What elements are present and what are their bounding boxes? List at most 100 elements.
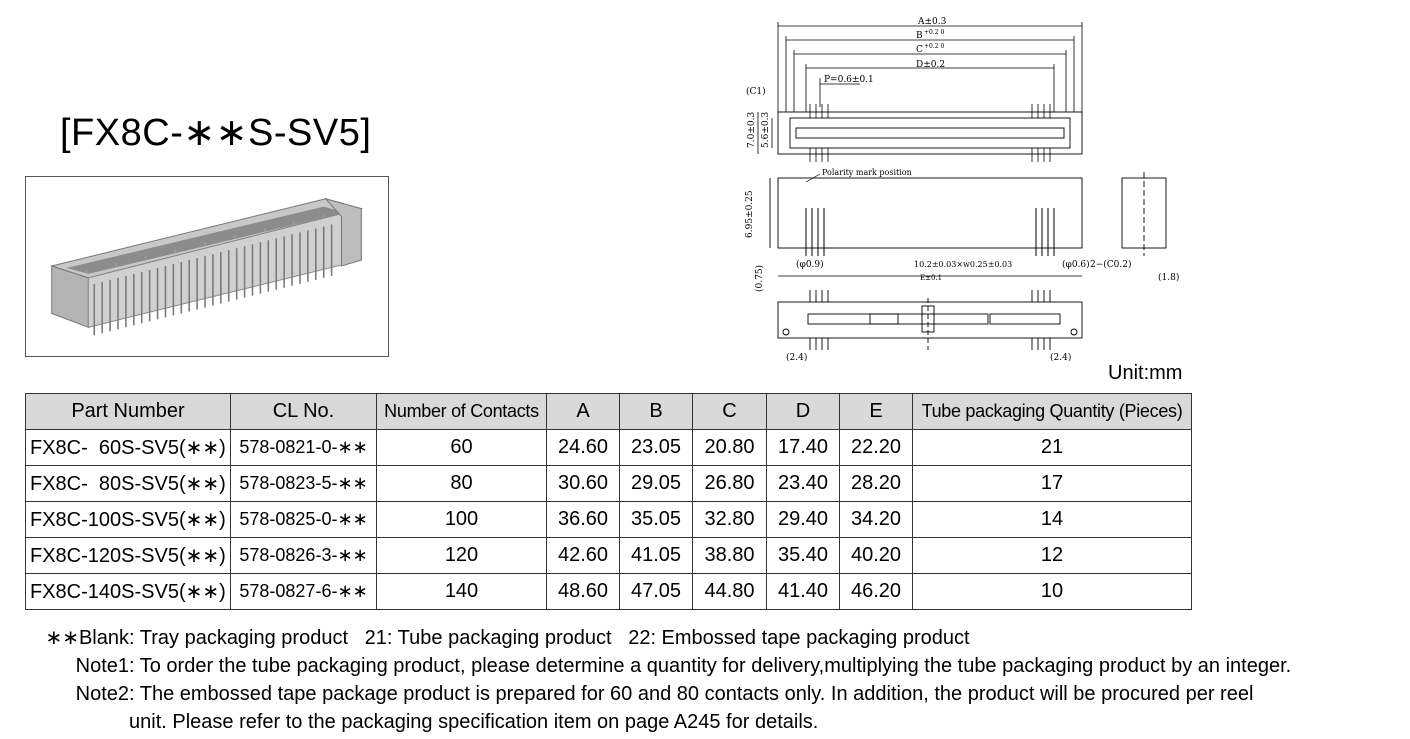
cell-part-number: FX8C-140S-SV5(∗∗)	[25, 573, 231, 610]
cell-cl-no: 578-0823-5-∗∗	[230, 465, 377, 502]
header-e: E	[839, 393, 913, 430]
product-title: [FX8C-∗∗S-SV5]	[60, 112, 372, 154]
cell-c: 44.80	[692, 573, 767, 610]
cell-d: 23.40	[766, 465, 840, 502]
dim-b-tolerance: +0.2 0	[924, 29, 944, 36]
cell-contacts: 60	[376, 429, 547, 466]
header-d: D	[766, 393, 840, 430]
dim-18-label: (1.8)	[1158, 272, 1179, 283]
dim-d-label: D±0.2	[916, 60, 945, 70]
dimension-drawing: A±0.3 B +0.2 0 C +0.2 0 D±0.2 P=0.6±0.1 …	[740, 12, 1210, 372]
height-outer-label: 7.0±0.3	[747, 112, 757, 148]
e-dim-label: E±0.1	[920, 274, 942, 282]
note1-label: Note1	[75, 655, 129, 677]
cell-c: 32.80	[692, 501, 767, 538]
cell-d: 17.40	[766, 429, 840, 466]
cell-tube-quantity: 10	[912, 573, 1192, 610]
cell-a: 24.60	[546, 429, 620, 466]
note-2-continuation: unit. Please refer to the packaging spec…	[25, 708, 1291, 736]
cell-part-number: FX8C-100S-SV5(∗∗)	[25, 501, 231, 538]
cell-b: 47.05	[619, 573, 693, 610]
note2-label: Note2	[75, 683, 129, 705]
product-photo	[25, 176, 389, 357]
phi06-label: (φ0.6)	[1062, 259, 1090, 270]
cell-e: 40.20	[839, 537, 913, 574]
note-blank: ∗∗Blank: Tray packaging product 21: Tube…	[25, 624, 1291, 652]
table-row: FX8C- 80S-SV5(∗∗) 578-0823-5-∗∗ 80 30.60…	[25, 465, 1192, 502]
cell-c: 26.80	[692, 465, 767, 502]
specification-table: Part Number CL No. Number of Contacts A …	[25, 393, 1192, 610]
cell-tube-quantity: 14	[912, 501, 1192, 538]
polarity-label: Polarity mark position	[822, 168, 912, 177]
dimension-drawing-svg: A±0.3 B +0.2 0 C +0.2 0 D±0.2 P=0.6±0.1 …	[745, 17, 1179, 363]
dim-a-label: A±0.3	[917, 17, 947, 27]
cell-cl-no: 578-0827-6-∗∗	[230, 573, 377, 610]
chamfer-label: 2−(C0.2)	[1090, 259, 1132, 270]
cell-e: 22.20	[839, 429, 913, 466]
table-row: FX8C-100S-SV5(∗∗) 578-0825-0-∗∗ 100 36.6…	[25, 501, 1192, 538]
cell-c: 38.80	[692, 537, 767, 574]
phi09-label: (φ0.9)	[796, 259, 824, 270]
cell-d: 35.40	[766, 537, 840, 574]
dim-24-right-label: (2.4)	[1050, 352, 1071, 363]
header-b: B	[619, 393, 693, 430]
cell-tube-quantity: 21	[912, 429, 1192, 466]
cell-e: 34.20	[839, 501, 913, 538]
dim-c-label: C	[916, 45, 923, 55]
cell-b: 29.05	[619, 465, 693, 502]
cell-part-number: FX8C- 80S-SV5(∗∗)	[25, 465, 231, 502]
connector-photo-illustration	[49, 197, 364, 336]
cell-contacts: 140	[376, 573, 547, 610]
cell-contacts: 120	[376, 537, 547, 574]
note1-text: : To order the tube packaging product, p…	[129, 655, 1292, 677]
cell-a: 42.60	[546, 537, 620, 574]
note-blank-text: : Tray packaging product 21: Tube packag…	[129, 627, 970, 649]
note2-text: : The embossed tape package product is p…	[129, 683, 1254, 705]
cell-d: 41.40	[766, 573, 840, 610]
table-row: FX8C- 60S-SV5(∗∗) 578-0821-0-∗∗ 60 24.60…	[25, 429, 1192, 466]
cell-a: 30.60	[546, 465, 620, 502]
note-1: Note1: To order the tube packaging produ…	[25, 652, 1292, 680]
table-row: FX8C-140S-SV5(∗∗) 578-0827-6-∗∗ 140 48.6…	[25, 573, 1192, 610]
note-2: Note2: The embossed tape package product…	[25, 680, 1291, 708]
cell-contacts: 100	[376, 501, 547, 538]
cell-b: 35.05	[619, 501, 693, 538]
cell-d: 29.40	[766, 501, 840, 538]
cell-cl-no: 578-0821-0-∗∗	[230, 429, 377, 466]
note-blank-label: ∗∗Blank	[45, 627, 129, 649]
cell-a: 36.60	[546, 501, 620, 538]
cell-c: 20.80	[692, 429, 767, 466]
height-inner-label: 5.6±0.3	[761, 112, 771, 148]
cell-a: 48.60	[546, 573, 620, 610]
lead-dim-label: 10.2±0.03×w0.25±0.03	[914, 260, 1012, 269]
dim-c-tolerance: +0.2 0	[924, 43, 944, 50]
cell-part-number: FX8C- 60S-SV5(∗∗)	[25, 429, 231, 466]
header-a: A	[546, 393, 620, 430]
cell-b: 41.05	[619, 537, 693, 574]
cell-e: 28.20	[839, 465, 913, 502]
header-tube-quantity: Tube packaging Quantity (Pieces)	[912, 393, 1192, 430]
notes-section: ∗∗Blank: Tray packaging product 21: Tube…	[25, 624, 1291, 736]
header-part-number: Part Number	[25, 393, 231, 430]
header-cl-no: CL No.	[230, 393, 377, 430]
cell-b: 23.05	[619, 429, 693, 466]
c1-label: (C1)	[746, 86, 766, 97]
pitch-label: P=0.6±0.1	[824, 75, 874, 85]
dim-075-label: (0.75)	[754, 265, 765, 292]
cell-tube-quantity: 17	[912, 465, 1192, 502]
table-row: FX8C-120S-SV5(∗∗) 578-0826-3-∗∗ 120 42.6…	[25, 537, 1192, 574]
cell-part-number: FX8C-120S-SV5(∗∗)	[25, 537, 231, 574]
cell-cl-no: 578-0825-0-∗∗	[230, 501, 377, 538]
note2-continuation-text: unit. Please refer to the packaging spec…	[129, 711, 819, 733]
cell-contacts: 80	[376, 465, 547, 502]
cell-e: 46.20	[839, 573, 913, 610]
height-label: 6.95±0.25	[745, 190, 755, 238]
cell-tube-quantity: 12	[912, 537, 1192, 574]
cell-cl-no: 578-0826-3-∗∗	[230, 537, 377, 574]
header-c: C	[692, 393, 767, 430]
dim-24-left-label: (2.4)	[786, 352, 807, 363]
header-number-of-contacts: Number of Contacts	[376, 393, 547, 430]
unit-label: Unit:mm	[1108, 362, 1183, 384]
dim-b-label: B	[916, 31, 923, 41]
table-header-row: Part Number CL No. Number of Contacts A …	[25, 393, 1192, 430]
